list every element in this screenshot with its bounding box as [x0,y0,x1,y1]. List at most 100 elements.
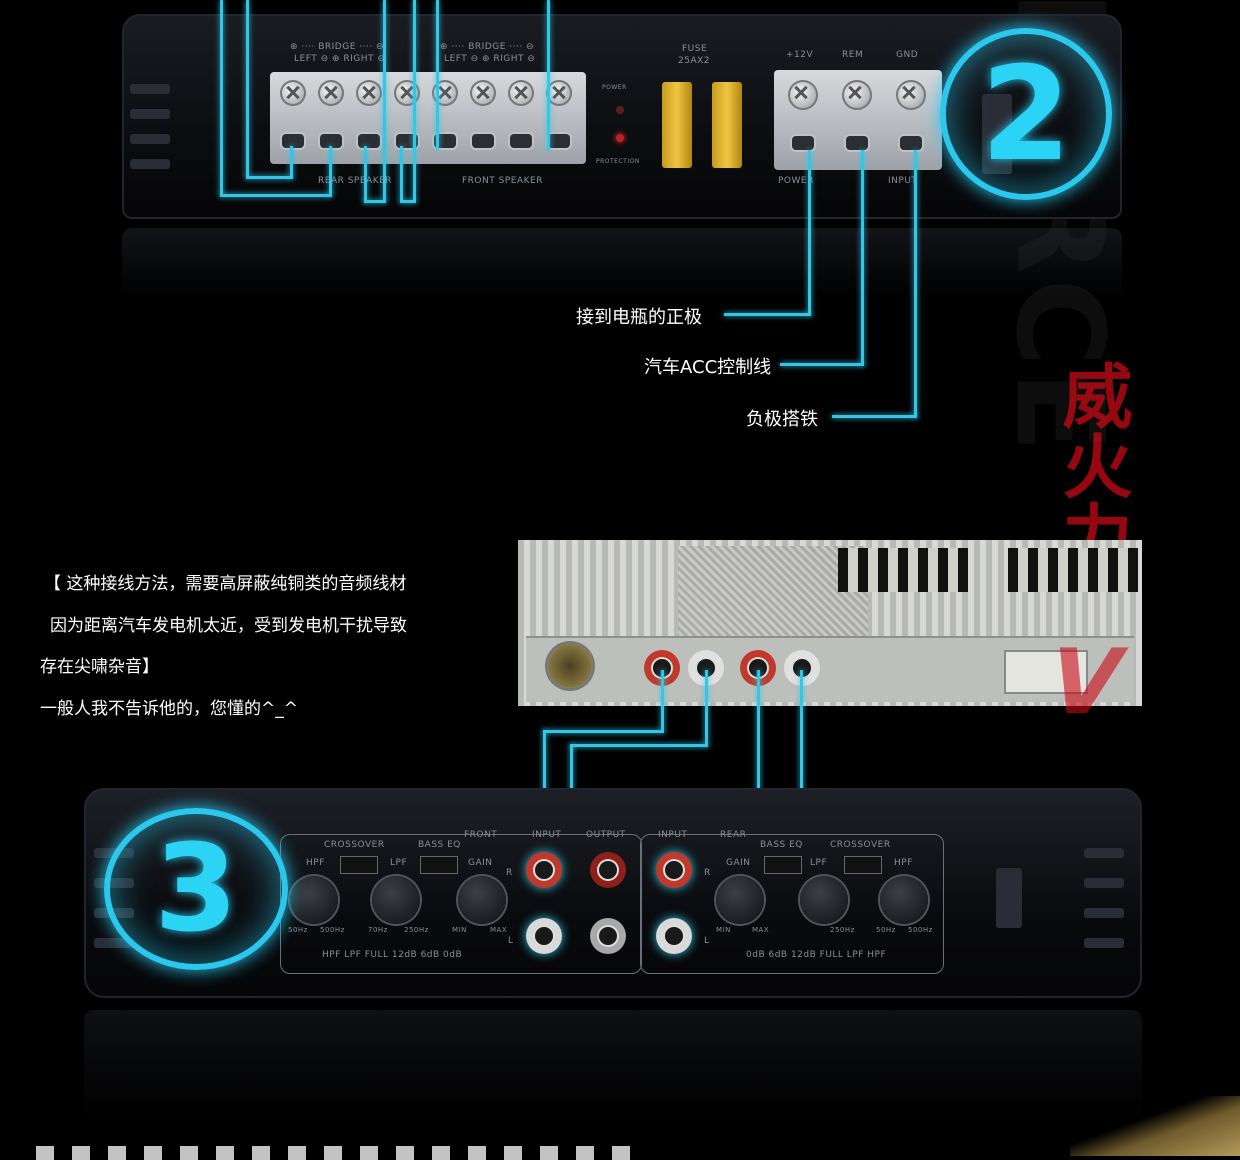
heat-fin [130,159,170,169]
rca-wire [570,744,708,747]
heat-fin [1084,878,1124,888]
front-output-l-jack-icon[interactable] [590,918,626,954]
power-wire [808,150,811,316]
speaker-terminal-block [270,72,586,164]
terminal-hole [396,134,418,148]
terminal-hole [846,136,868,150]
input-label: INPUT [532,830,562,840]
note-line-2: 因为距离汽车发电机太近，受到发电机干扰导致 [50,616,407,636]
terminal-hole [900,136,922,150]
freq-label: 500Hz [320,926,345,934]
speaker-wire [400,200,416,203]
speaker-wire [246,0,249,178]
terminal-hole [358,134,380,148]
speaker-wire [220,194,332,197]
speaker-wire [329,146,332,196]
heat-fin [94,938,134,948]
rear-input-l-jack-icon[interactable] [656,918,692,954]
freq-label: 50Hz [288,926,308,934]
fuse-icon [712,82,742,168]
ground-wire [832,415,917,418]
terminal-screw-icon [842,80,872,110]
rear-input-r-jack-icon[interactable] [656,852,692,888]
protection-led-label: PROTECTION [596,158,640,165]
heat-fin [130,109,170,119]
input-rear-label: INPUT [658,830,688,840]
gain-knob[interactable] [458,876,506,924]
bridge-label-front: ⊕ ···· BRIDGE ···· ⊖ [440,42,535,52]
lpf-knob[interactable] [372,876,420,924]
protection-led-icon [616,134,624,142]
ground-wire [914,150,917,418]
terminal-screw-icon [788,80,818,110]
heatsink-icon [838,548,968,592]
speaker-wire [413,0,416,202]
rear-switch-legend: 0dB 6dB 12dB FULL LPF HPF [746,950,887,960]
heat-fin [1084,938,1124,948]
terminal-hole [320,134,342,148]
hpf-knob[interactable] [290,876,338,924]
speaker-wire [364,200,386,203]
cropped-caption-bar [36,1146,636,1160]
rem-wire [861,150,864,366]
hpf-label: HPF [306,858,325,868]
rca-wire [757,670,760,872]
heat-fin [1084,908,1124,918]
rear-control-panel [640,834,944,974]
speaker-wire [246,176,292,179]
max-label: MAX [752,926,770,934]
front-input-r-jack-icon[interactable] [526,852,562,888]
bass-eq-label: BASS EQ [760,840,803,850]
front-input-l-jack-icon[interactable] [526,918,562,954]
power-led-icon [616,106,624,114]
fuse-label: FUSE [682,44,708,54]
hpf-knob[interactable] [880,876,928,924]
speaker-wire [400,146,403,202]
lpf-label: LPF [810,858,828,868]
terminal-hole [548,134,570,148]
speaker-wire [436,0,439,150]
note-line-3: 存在尖啸杂音】 [40,657,159,677]
front-output-r-jack-icon[interactable] [590,852,626,888]
head-unit-rear [518,540,1142,706]
terminal-hole [792,136,814,150]
speaker-wire [220,0,223,196]
terminal-screw-icon [280,80,306,106]
min-label: MIN [716,926,731,934]
channel-r-label: R [506,868,513,878]
gain-label: GAIN [468,858,493,868]
bridge-label-rear: ⊕ ···· BRIDGE ···· ⊖ [290,42,385,52]
crossover-switch[interactable] [340,856,378,874]
gain-knob[interactable] [716,876,764,924]
corner-decoration [1070,1096,1240,1156]
channel-label-front: LEFT ⊖ ⊕ RIGHT ⊖ [444,54,536,64]
bass-eq-switch[interactable] [420,856,458,874]
rca-wire [543,730,664,733]
plus12v-label: +12V [786,50,814,60]
terminal-screw-icon [508,80,534,106]
rear-label: REAR [720,830,747,840]
battery-positive-callout: 接到电瓶的正极 [576,307,702,328]
step-three-badge: 3 [104,808,288,970]
bass-eq-label: BASS EQ [418,840,461,850]
freq-label: 250Hz [830,926,855,934]
amplifier-top-reflection [122,228,1122,298]
terminal-hole [472,134,494,148]
vent-grille [678,546,868,642]
step-two-badge: 2 [940,28,1112,200]
terminal-hole [510,134,532,148]
rem-wire [780,363,864,366]
heat-fin [130,134,170,144]
antenna-jack-icon [548,644,592,688]
bass-eq-switch[interactable] [764,856,802,874]
speaker-wire [547,0,550,150]
gnd-label: GND [896,50,919,60]
lpf-knob[interactable] [800,876,848,924]
terminal-screw-icon [356,80,382,106]
terminal-hole [434,134,456,148]
crossover-switch[interactable] [844,856,882,874]
hpf-label: HPF [894,858,913,868]
terminal-screw-icon [896,80,926,110]
heatsink-icon [1008,548,1138,592]
speaker-wire [290,146,293,179]
